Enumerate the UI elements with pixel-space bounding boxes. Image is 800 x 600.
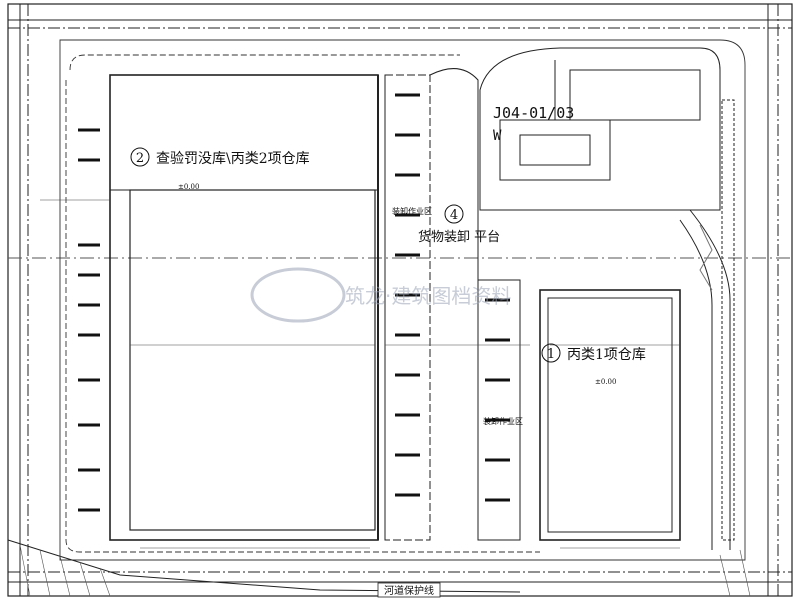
dock-bays (78, 93, 510, 512)
warehouse-1 (539, 289, 681, 541)
watermark-text: 筑龙·建筑图档资料 (345, 284, 511, 308)
river-protection-label: 河道保护线 (384, 584, 434, 597)
marker-1-text: 1 (547, 347, 555, 362)
marker-4 (444, 204, 464, 224)
loading-zone-label: 装卸作业区 (392, 206, 432, 216)
dimension-lines (40, 199, 680, 549)
plot-suffix: W (493, 128, 502, 144)
building-number-markers (130, 147, 561, 363)
watermark: 筑龙·建筑图档资料 (250, 267, 511, 323)
platform-name: 货物装卸 平台 (418, 229, 500, 245)
warehouse-2 (109, 74, 386, 541)
office-block (479, 47, 721, 211)
loading-platform (384, 68, 521, 541)
marker-1 (541, 343, 561, 363)
marker-2 (130, 147, 150, 167)
level-a: ±0.00 (178, 183, 199, 191)
marker-4-text: 4 (450, 208, 458, 223)
internal-road (59, 39, 746, 561)
loading-zone-label-2: 装卸作业区 (483, 416, 523, 426)
warehouse-2-name: 查验罚没库\丙类2项仓库 (156, 151, 310, 167)
warehouse-1-name: 丙类1项仓库 (567, 347, 646, 363)
river-label-box (377, 582, 441, 598)
level-b: ±0.00 (595, 378, 616, 386)
access-road (679, 99, 735, 550)
marker-2-text: 2 (136, 151, 144, 166)
plot-code: J04-01/03 (493, 104, 574, 122)
